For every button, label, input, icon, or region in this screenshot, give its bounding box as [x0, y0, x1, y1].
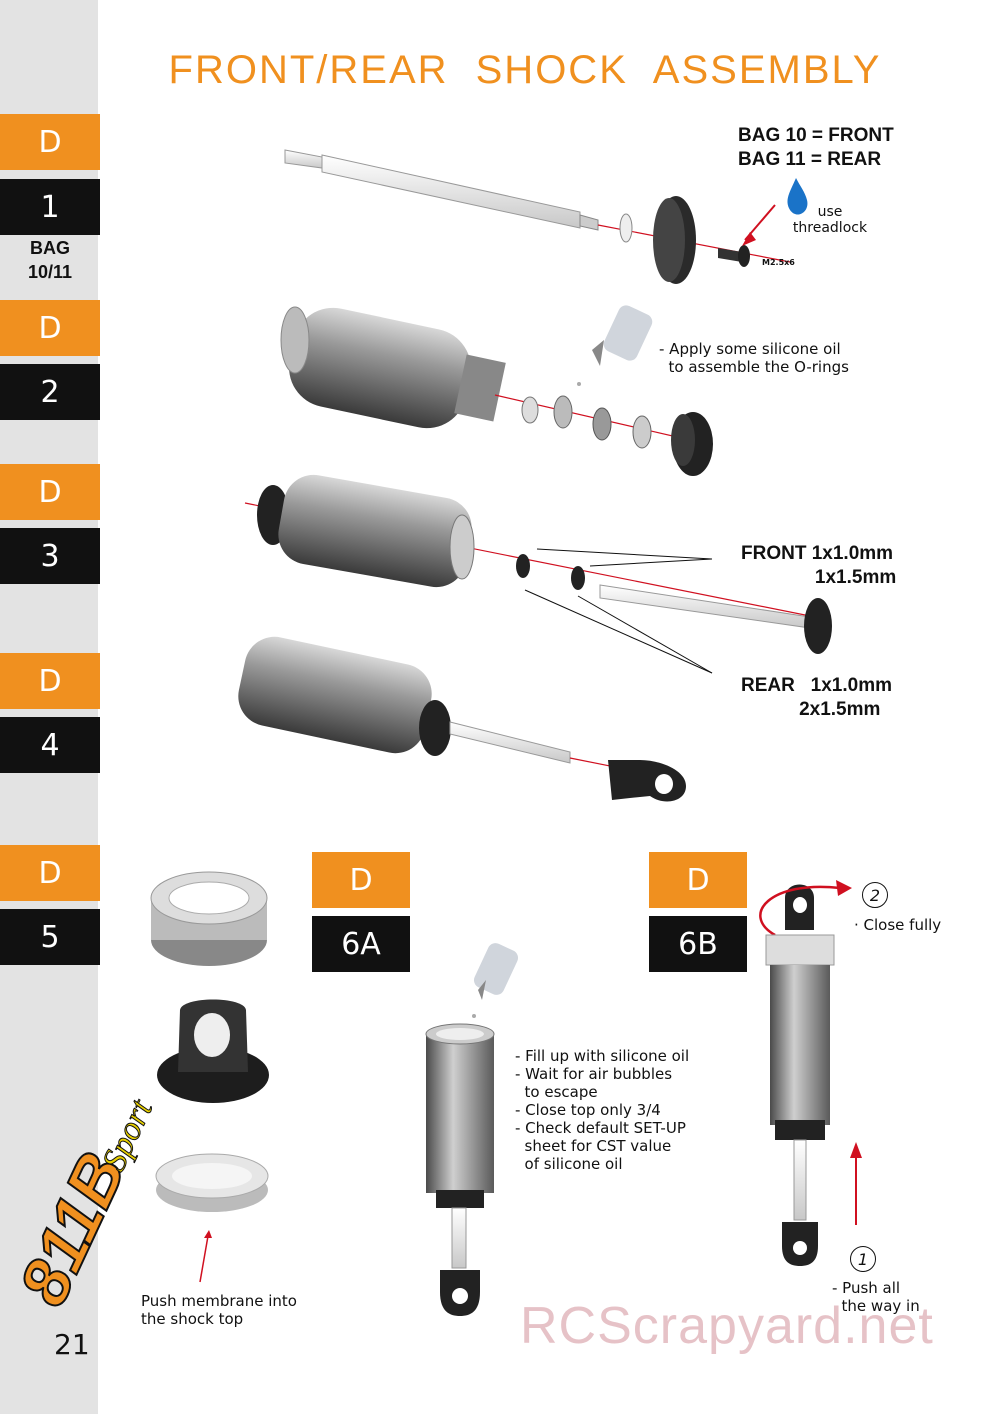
page-title: FRONT/REAR SHOCK ASSEMBLY: [168, 48, 882, 92]
front-washers-label: FRONT 1x1.0mm 1x1.5mm: [741, 543, 897, 588]
d4-body-rodend: [238, 636, 686, 802]
step-d4-letter: D: [0, 653, 100, 709]
step-2-circle: 2: [862, 882, 888, 908]
d6a-filling: [425, 943, 519, 1316]
bag-front-label: BAG 10 = FRONT: [738, 125, 894, 146]
d1-shaft-piston: [284, 149, 808, 284]
svg-text:Sport: Sport: [95, 1093, 160, 1177]
step-d3-number: 3: [0, 528, 100, 584]
step-d5-letter: D: [0, 845, 100, 901]
step-d6a-letter: D: [312, 852, 410, 908]
membrane-note: Push membrane into the shock top: [141, 1292, 297, 1328]
fill-oil-note: - Fill up with silicone oil - Wait for a…: [515, 1047, 690, 1173]
rear-washers-label: REAR 1x1.0mm 2x1.5mm: [741, 675, 893, 720]
d5-parts: [150, 871, 269, 1283]
step-d5-number: 5: [0, 909, 100, 965]
step-d6b-number: 6B: [649, 916, 747, 972]
watermark: RCScrapyard.net: [520, 1297, 934, 1355]
step-d1-letter: D: [0, 114, 100, 170]
screw-size-label: M2.5x6: [762, 258, 795, 267]
step-d6a-number: 6A: [312, 916, 410, 972]
close-fully-note: · Close fully: [854, 916, 942, 934]
d2-body-orings: [280, 305, 713, 476]
step-d2-number: 2: [0, 364, 100, 420]
step-d4-number: 4: [0, 717, 100, 773]
threadlock-note: use threadlock: [792, 204, 868, 236]
d3-body-washers: [244, 474, 832, 674]
bag-rear-label: BAG 11 = REAR: [738, 149, 882, 170]
oring-note: - Apply some silicone oil to assemble th…: [659, 340, 849, 376]
step-1-circle: 1: [850, 1246, 876, 1272]
step-d1-number: 1: [0, 179, 100, 235]
bag-label: BAG 10/11: [27, 238, 73, 282]
step-d6b-letter: D: [649, 852, 747, 908]
d6b-assembled: [759, 880, 862, 1266]
brand-logo: 811B Sport: [4, 1092, 161, 1317]
page-number: 21: [54, 1328, 90, 1361]
step-d3-letter: D: [0, 464, 100, 520]
push-in-note: - Push all the way in: [832, 1279, 920, 1315]
oil-drop-icon: [787, 178, 808, 215]
step-d2-letter: D: [0, 300, 100, 356]
